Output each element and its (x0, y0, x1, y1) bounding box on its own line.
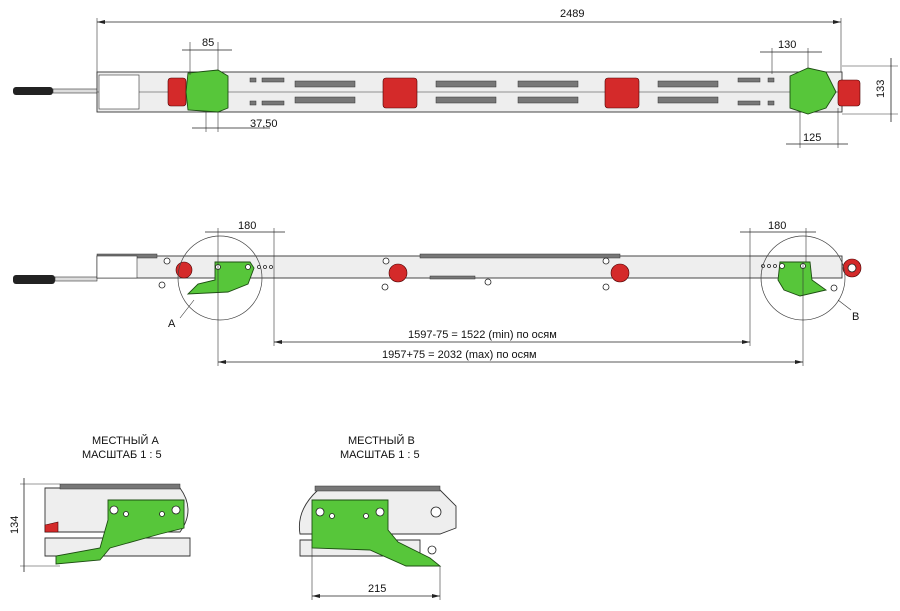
left-handle-grip (13, 87, 53, 95)
callout-a-label: A (168, 318, 176, 330)
detail-b: МЕСТНЫЙ В МАСШТАБ 1 : 5 215 (298, 434, 457, 600)
dim-min-length: 1597-75 = 1522 (min) по осям (273, 262, 751, 346)
top-view: 2489 (13, 8, 898, 148)
dim-right-offset: 130 (760, 39, 822, 74)
side-handle-rod (54, 276, 98, 282)
dim-right-wheel: 125 (786, 108, 848, 148)
dim-left-offset: 85 (182, 37, 232, 75)
detail-a: МЕСТНЫЙ А МАСШТАБ 1 : 5 134 (9, 434, 191, 572)
callout-b-label: B (852, 311, 859, 323)
detail-a-green-bracket (55, 499, 185, 565)
detail-b-scale: МАСШТАБ 1 : 5 (340, 449, 420, 461)
side-red-rollers (175, 258, 862, 283)
dim-overall-length: 2489 (96, 8, 842, 78)
min-length-label: 1597-75 = 1522 (min) по осям (408, 329, 557, 341)
side-rail-body (96, 255, 843, 279)
max-length-label: 1957+75 = 2032 (max) по осям (382, 349, 537, 361)
detail-b-green-bracket (311, 499, 442, 567)
dim-height: 133 (842, 58, 898, 122)
detail-b-title: МЕСТНЫЙ В (348, 434, 415, 447)
dim-right-circle: 180 (740, 220, 816, 262)
side-pivot-pins (158, 257, 838, 292)
top-slots (249, 77, 775, 106)
left-spacing-label: 37,50 (250, 118, 278, 130)
right-wheel-label: 125 (803, 132, 821, 144)
left-offset-label: 85 (202, 37, 214, 49)
left-circle-dim-label: 180 (238, 220, 256, 232)
overall-length-label: 2489 (560, 8, 584, 20)
height-label: 133 (875, 80, 887, 98)
side-rail-rack (429, 275, 476, 280)
side-rail-top-strip-mid (419, 253, 621, 259)
dim-left-circle: 180 (205, 220, 285, 262)
right-circle-dim-label: 180 (768, 220, 786, 232)
detail-a-red-edge (44, 521, 59, 533)
dim-detail-a-height: 134 (9, 478, 60, 572)
left-end-block (98, 74, 140, 110)
side-right-green-bracket (777, 261, 828, 297)
side-left-block (96, 255, 138, 279)
detail-a-title: МЕСТНЫЙ А (92, 434, 159, 447)
detail-b-width-label: 215 (368, 583, 386, 595)
right-offset-label: 130 (778, 39, 796, 51)
side-left-green-bracket (186, 261, 255, 295)
top-red-rollers (167, 77, 861, 109)
top-left-green-carriage (185, 69, 229, 113)
dim-detail-b-width: 215 (311, 548, 441, 600)
end-wheel (837, 79, 861, 107)
dim-max-length: 1957+75 = 2032 (max) по осям (217, 262, 804, 366)
left-handle-rod (52, 88, 100, 94)
dim-left-spacing: 37,50 (192, 112, 278, 132)
detail-a-height-label: 134 (9, 516, 21, 534)
side-view: A B 180 180 1597-75 = 1522 (min) по осям (13, 220, 862, 366)
detail-circle-a (177, 235, 263, 321)
side-handle-grip (13, 275, 55, 284)
detail-a-scale: МАСШТАБ 1 : 5 (82, 449, 162, 461)
top-right-green-carriage (789, 67, 837, 115)
